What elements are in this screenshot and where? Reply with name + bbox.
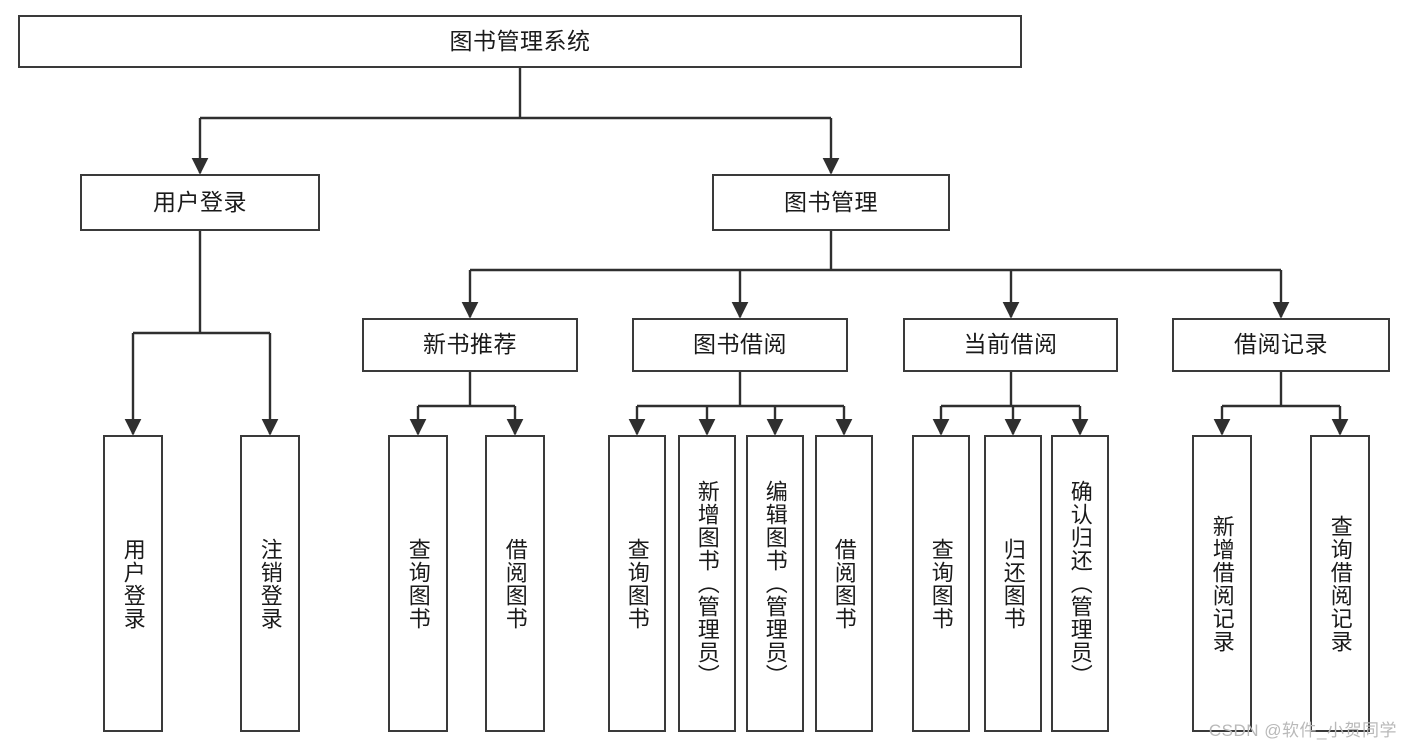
node-book-manage[interactable]: 图书管理 <box>712 174 950 231</box>
node-label: 编辑图书（管理员） <box>762 480 788 687</box>
node-leaf-query-record[interactable]: 查询借阅记录 <box>1310 435 1370 732</box>
node-label: 查询图书 <box>624 537 650 630</box>
edge-paths <box>124 68 1349 436</box>
node-leaf-borrow-book-new[interactable]: 借阅图书 <box>485 435 545 732</box>
node-leaf-confirm-return[interactable]: 确认归还（管理员） <box>1051 435 1109 732</box>
node-leaf-add-record[interactable]: 新增借阅记录 <box>1192 435 1252 732</box>
node-borrow-record[interactable]: 借阅记录 <box>1172 318 1390 372</box>
node-label: 用户登录 <box>153 188 247 215</box>
node-book-borrow[interactable]: 图书借阅 <box>632 318 848 372</box>
node-label: 用户登录 <box>120 537 146 630</box>
node-leaf-user-logout[interactable]: 注销登录 <box>240 435 300 732</box>
node-label: 查询图书 <box>405 537 431 630</box>
node-current-borrow[interactable]: 当前借阅 <box>903 318 1118 372</box>
node-leaf-query-book-borrow[interactable]: 查询图书 <box>608 435 666 732</box>
node-leaf-query-book-current[interactable]: 查询图书 <box>912 435 970 732</box>
node-label: 注销登录 <box>257 537 283 630</box>
watermark-text: CSDN @软件_小贺同学 <box>1208 721 1397 740</box>
node-leaf-add-book[interactable]: 新增图书（管理员） <box>678 435 736 732</box>
node-label: 归还图书 <box>1000 537 1026 630</box>
node-leaf-user-login[interactable]: 用户登录 <box>103 435 163 732</box>
node-label: 新增借阅记录 <box>1209 514 1235 653</box>
node-leaf-edit-book[interactable]: 编辑图书（管理员） <box>746 435 804 732</box>
node-label: 确认归还（管理员） <box>1067 480 1093 687</box>
node-label: 借阅图书 <box>502 537 528 630</box>
node-label: 借阅记录 <box>1234 331 1328 358</box>
node-label: 图书管理系统 <box>449 27 591 54</box>
node-label: 借阅图书 <box>831 537 857 630</box>
node-label: 新增图书（管理员） <box>694 480 720 687</box>
node-root[interactable]: 图书管理系统 <box>18 15 1022 68</box>
node-label: 查询图书 <box>928 537 954 630</box>
node-label: 图书借阅 <box>693 331 787 358</box>
node-label: 图书管理 <box>784 188 878 215</box>
node-leaf-query-book-new[interactable]: 查询图书 <box>388 435 448 732</box>
node-leaf-return-book[interactable]: 归还图书 <box>984 435 1042 732</box>
node-label: 查询借阅记录 <box>1327 514 1353 653</box>
node-new-book-rec[interactable]: 新书推荐 <box>362 318 578 372</box>
node-label: 新书推荐 <box>423 331 517 358</box>
node-user-login[interactable]: 用户登录 <box>80 174 320 231</box>
node-label: 当前借阅 <box>963 331 1058 358</box>
node-leaf-borrow-book[interactable]: 借阅图书 <box>815 435 873 732</box>
